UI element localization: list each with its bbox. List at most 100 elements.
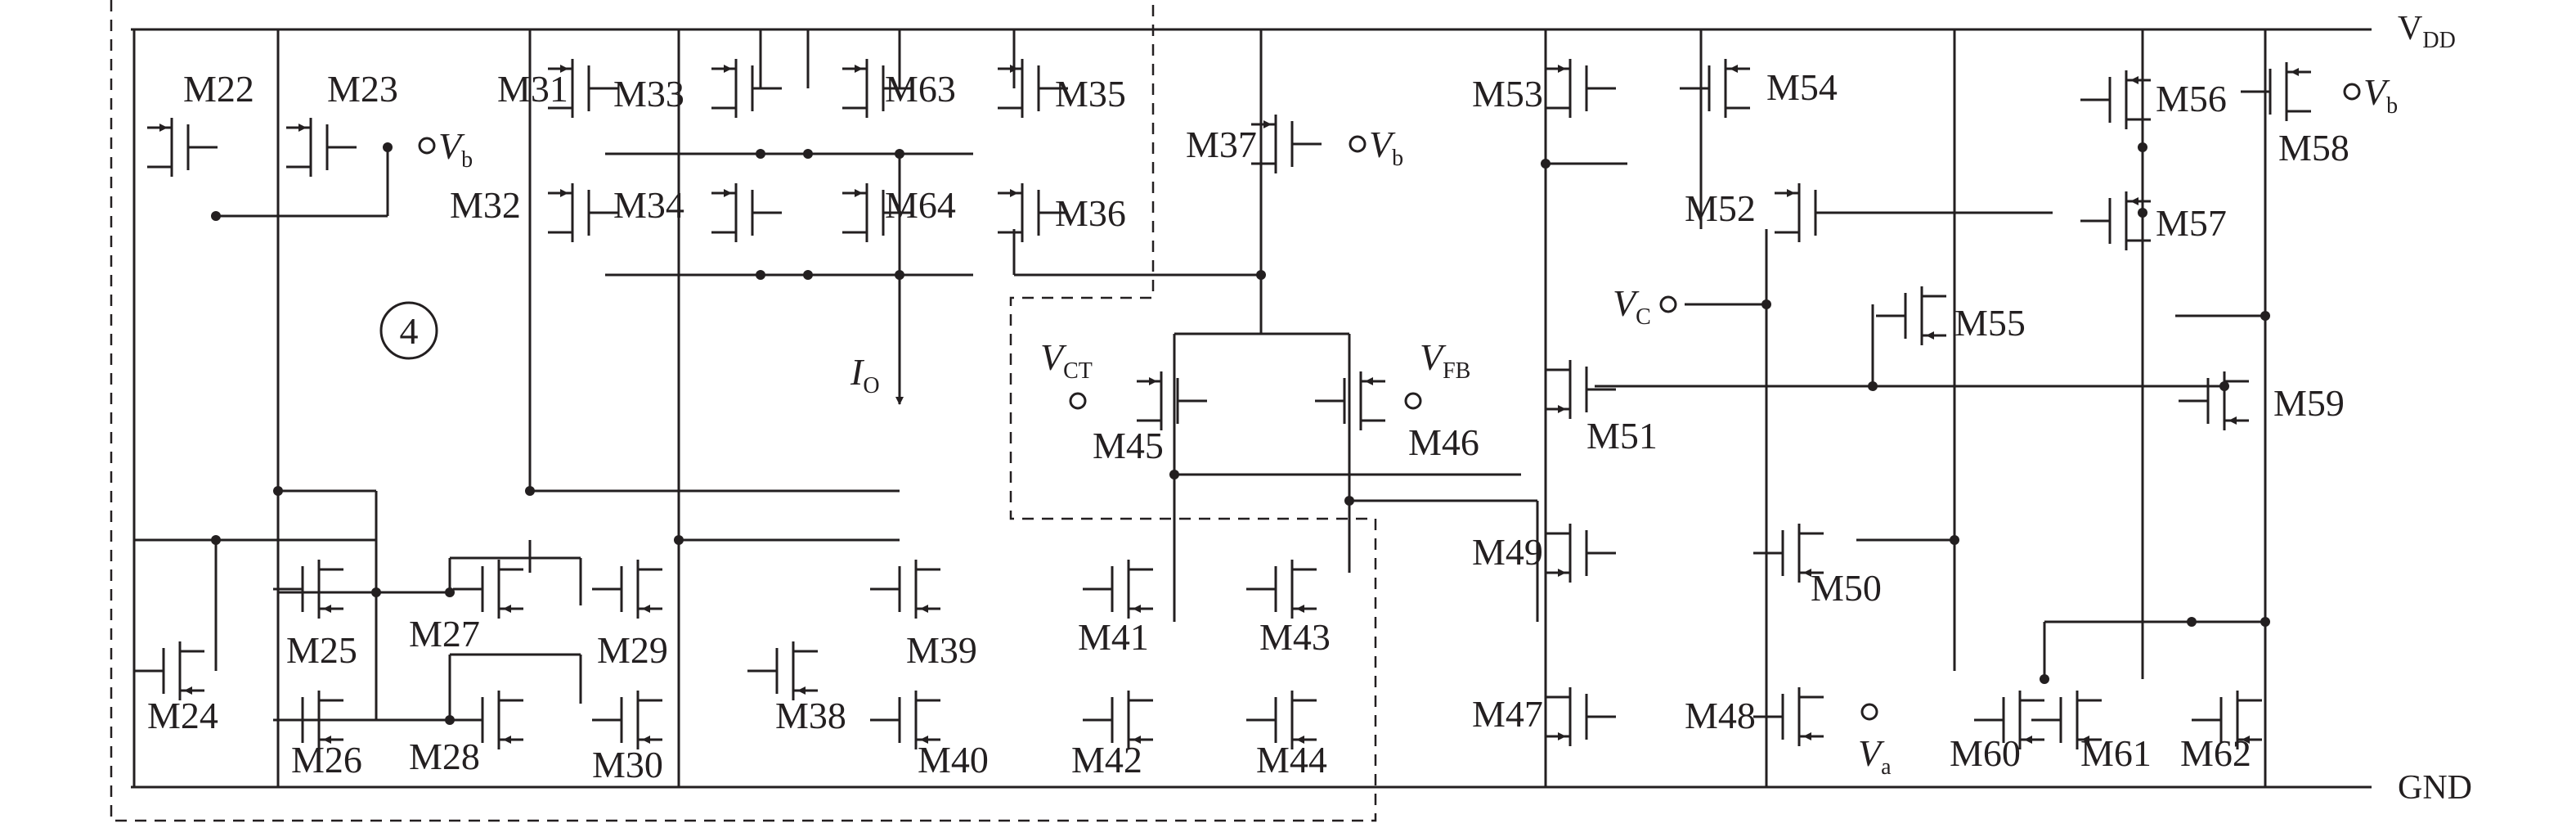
transistor-m25 [273, 560, 343, 619]
label-m57: M57 [2156, 202, 2227, 244]
junction-dot [2040, 674, 2049, 684]
transistor-m64 [842, 183, 913, 242]
vb-terminal-m58 [2343, 83, 2361, 101]
label-m58: M58 [2278, 127, 2349, 169]
transistor-m38 [747, 641, 818, 700]
transistor-m39 [870, 560, 940, 619]
gnd-label: GND [2398, 769, 2472, 807]
junction-dot [211, 211, 221, 221]
junction-dot [756, 149, 765, 159]
label-m49: M49 [1472, 531, 1543, 573]
junction-dot [1541, 159, 1551, 169]
label-m42: M42 [1071, 739, 1142, 781]
vb-label-m37: Vb [1369, 124, 1403, 171]
label-m36: M36 [1055, 192, 1126, 234]
dashed-block-outline [110, 0, 1377, 822]
transistor-m22 [147, 118, 218, 177]
transistor-m40 [870, 691, 940, 749]
junction-dot [895, 270, 904, 280]
io-label: IO [850, 351, 880, 398]
transistor-m35 [998, 59, 1068, 118]
junction-dot [1950, 535, 1959, 545]
label-m34: M34 [613, 184, 684, 226]
label-m23: M23 [327, 68, 398, 110]
label-m29: M29 [597, 629, 668, 671]
transistor-m45 [1137, 371, 1207, 430]
label-m48: M48 [1685, 695, 1756, 736]
transistor-m23 [286, 118, 357, 177]
junction-dot [1761, 299, 1771, 309]
transistor-m42 [1083, 691, 1153, 749]
transistor-m44 [1246, 691, 1317, 749]
transistor-m60 [1974, 691, 2044, 749]
junction-dot [756, 270, 765, 280]
label-m35: M35 [1055, 73, 1126, 115]
label-m25: M25 [286, 629, 357, 671]
transistor-m50 [1753, 524, 1824, 583]
label-m60: M60 [1950, 732, 2021, 774]
transistor-m31 [548, 59, 618, 118]
label-m55: M55 [1954, 302, 2026, 344]
junction-dot [371, 587, 381, 597]
block-number-circle [379, 301, 438, 360]
transistor-m33 [711, 59, 782, 118]
label-m52: M52 [1685, 187, 1756, 229]
label-m56: M56 [2156, 78, 2227, 119]
transistor-m46 [1315, 371, 1385, 430]
label-m39: M39 [906, 629, 977, 671]
label-m46: M46 [1408, 421, 1479, 463]
label-m43: M43 [1259, 616, 1331, 658]
transistor-m36 [998, 183, 1068, 242]
junction-dot [895, 149, 904, 159]
label-m63: M63 [885, 68, 956, 110]
vb-label-m58: Vb [2363, 71, 2398, 119]
transistor-m48 [1753, 687, 1824, 746]
transistor-m56 [2080, 70, 2151, 129]
transistor-m49 [1546, 524, 1616, 583]
transistor-m24 [134, 641, 204, 700]
junction-dot [211, 535, 221, 545]
transistor-m63 [842, 59, 913, 118]
label-m50: M50 [1811, 567, 1882, 609]
label-m32: M32 [450, 184, 521, 226]
junction-dot [1344, 496, 1354, 506]
junction-dot [2260, 311, 2270, 321]
junction-dot [1169, 470, 1179, 479]
label-m45: M45 [1093, 425, 1164, 466]
transistor-m51 [1546, 360, 1616, 419]
transistor-m62 [2192, 691, 2262, 749]
vfb-terminal [1404, 392, 1422, 410]
va-label: Va [1858, 732, 1892, 780]
label-m30: M30 [592, 744, 663, 785]
transistor-m55 [1876, 286, 1946, 345]
junction-dot [383, 142, 393, 152]
label-m33: M33 [613, 73, 684, 115]
junction-dot [445, 715, 455, 725]
transistor-m54 [1680, 59, 1750, 118]
transistor-m41 [1083, 560, 1153, 619]
transistor-m57 [2080, 191, 2151, 250]
transistor-m52 [1775, 183, 1845, 242]
label-m61: M61 [2080, 732, 2152, 774]
label-m62: M62 [2180, 732, 2251, 774]
vc-label: VC [1613, 282, 1651, 330]
transistor-m34 [711, 183, 782, 242]
transistor-m37 [1251, 115, 1322, 173]
transistor-m61 [2031, 691, 2102, 749]
junction-dot [803, 270, 813, 280]
junction-dot [803, 149, 813, 159]
label-m59: M59 [2273, 382, 2345, 424]
label-m40: M40 [918, 739, 989, 781]
junction-dot [2187, 617, 2197, 627]
junction-dot [2138, 208, 2147, 218]
label-m51: M51 [1586, 415, 1658, 457]
label-m53: M53 [1472, 73, 1543, 115]
label-m22: M22 [183, 68, 254, 110]
transistor-m53 [1546, 59, 1616, 118]
vfb-label: VFB [1420, 336, 1470, 384]
junction-dot [2260, 617, 2270, 627]
transistor-m58 [2241, 62, 2311, 121]
label-m38: M38 [775, 695, 846, 736]
